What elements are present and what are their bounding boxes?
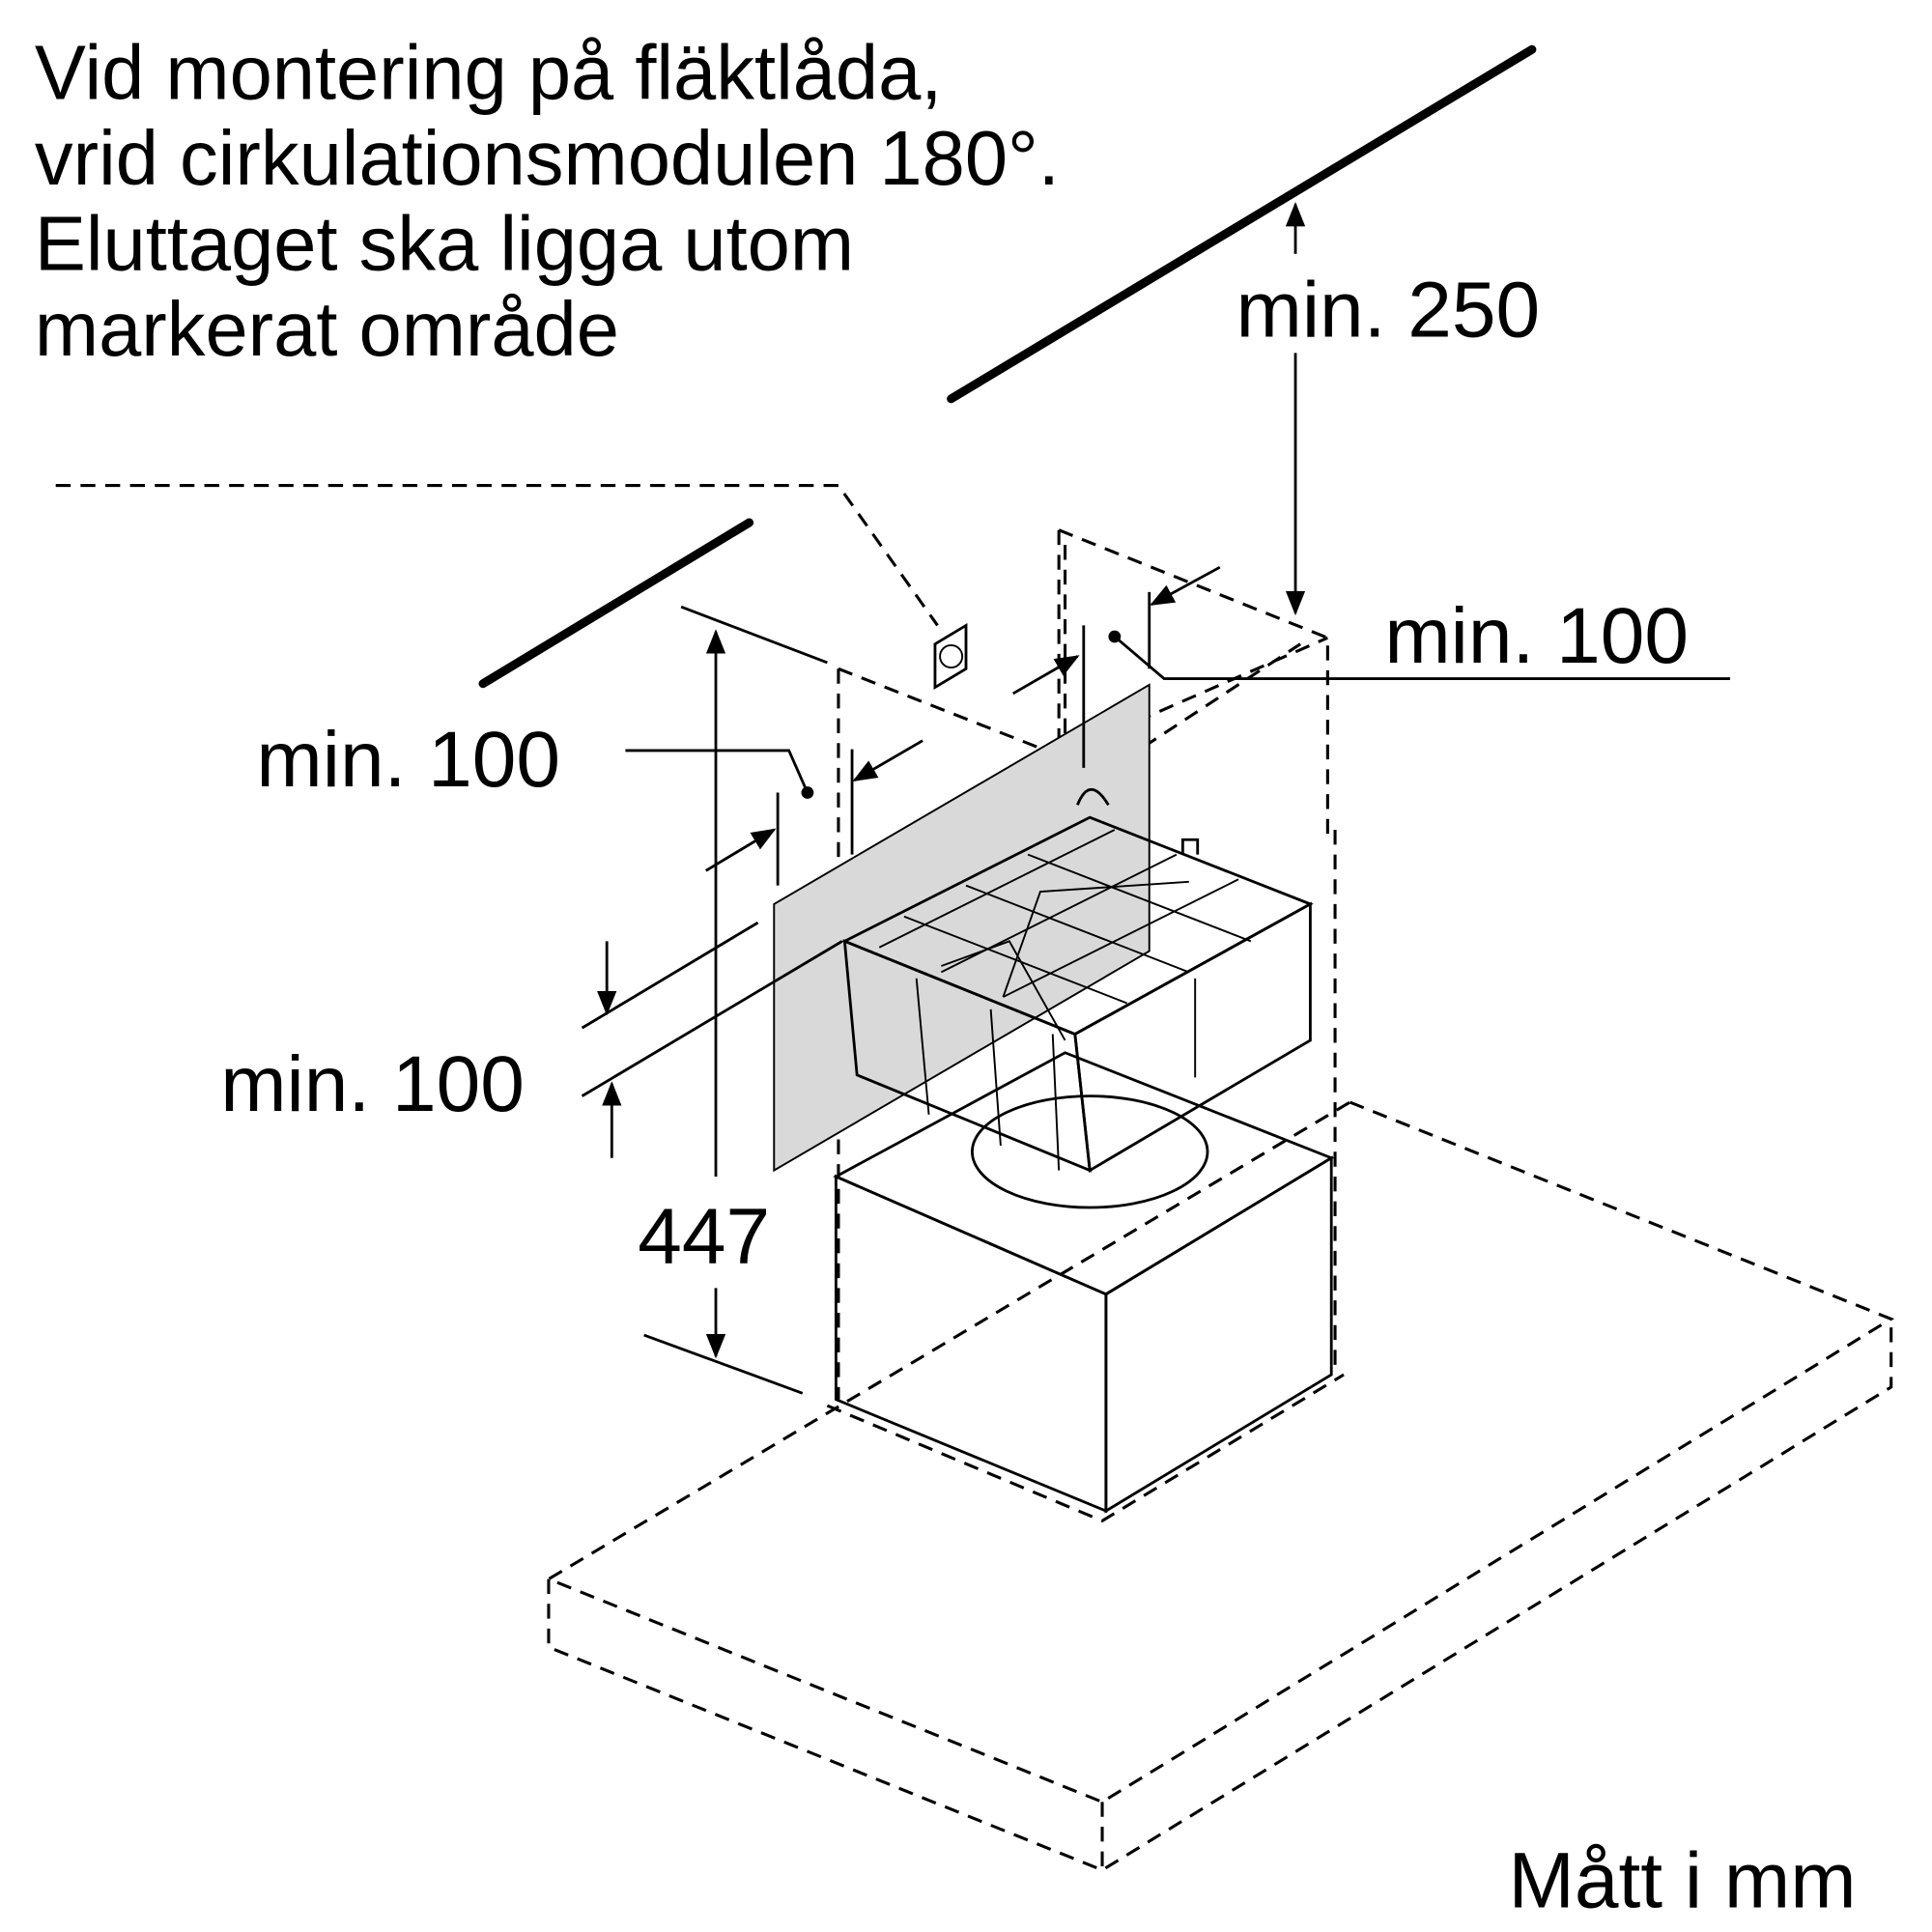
left-clearance-label: min. 100 — [256, 716, 560, 804]
dimension-height: 447 — [638, 605, 828, 1395]
note-line-1: Vid montering på fläktlåda, — [35, 30, 943, 116]
note-line-4: markerat område — [35, 286, 619, 372]
socket-icon — [933, 622, 968, 691]
note-line-3: Eluttaget ska ligga utom — [35, 200, 854, 286]
fan-box — [826, 1051, 1345, 1523]
dimension-left: min. 100 — [256, 716, 923, 886]
units-label: Mått i mm — [1509, 1836, 1857, 1924]
marked-area — [773, 683, 1151, 1173]
socket-leader — [55, 484, 939, 627]
lower-clearance-label: min. 100 — [220, 1040, 525, 1128]
wall-line — [478, 518, 754, 689]
dimension-lower: min. 100 — [220, 921, 843, 1158]
note-line-2: vrid cirkulationsmodulen 180°. — [35, 115, 1060, 201]
right-clearance-label: min. 100 — [1384, 592, 1689, 680]
instruction-note: Vid montering på fläktlåda, vrid cirkula… — [35, 30, 1060, 372]
ceiling-clearance-label: min. 250 — [1236, 267, 1540, 355]
circulation-module — [840, 787, 1314, 1209]
dimension-right: min. 100 — [1012, 565, 1731, 768]
ceiling-line — [947, 44, 1537, 404]
dimension-ceiling: min. 250 — [1236, 202, 1540, 616]
hood-outline — [545, 1100, 1895, 1872]
height-label: 447 — [638, 1193, 770, 1281]
